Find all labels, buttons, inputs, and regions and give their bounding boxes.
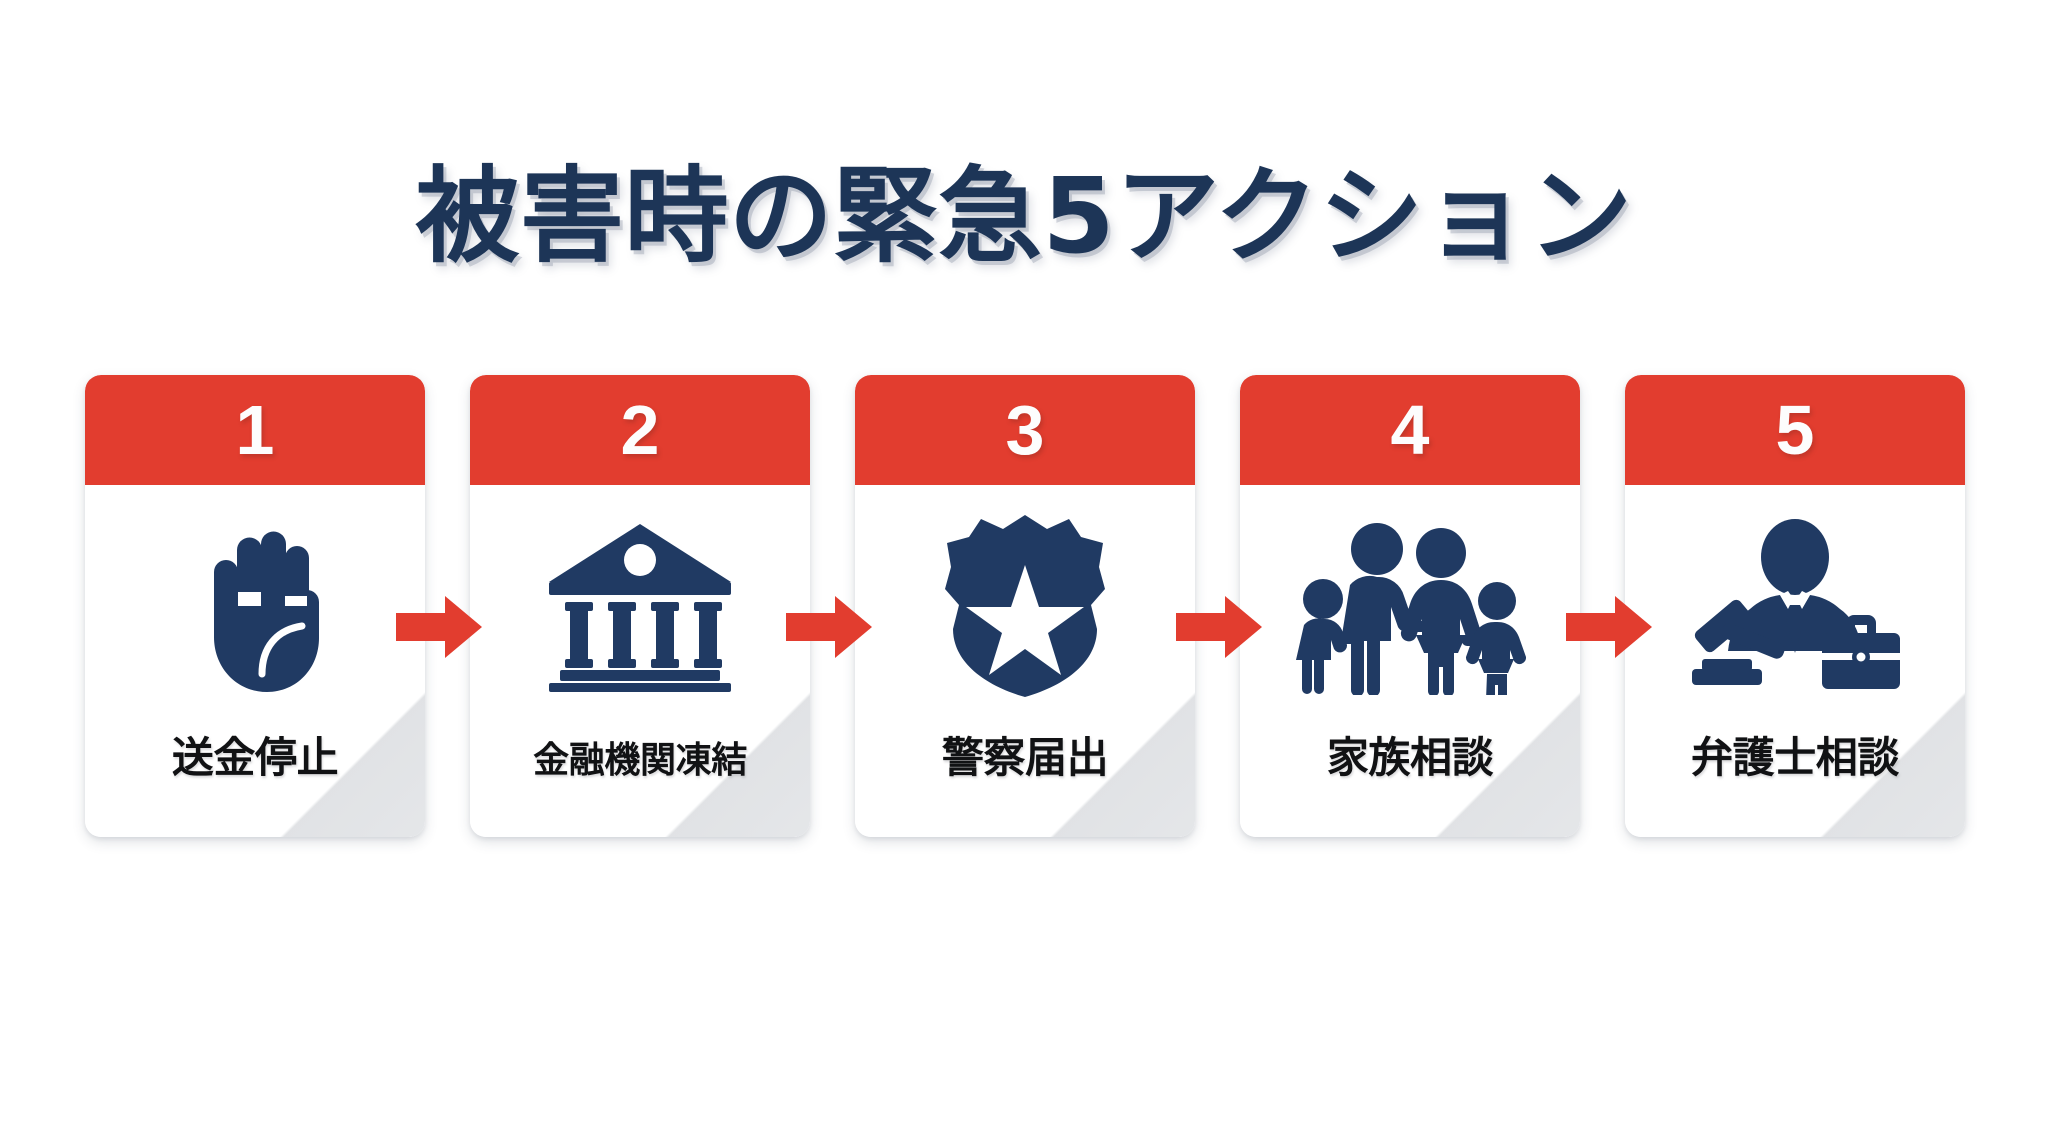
arrow-4-to-5-icon [1566, 596, 1652, 658]
step-label-5: 弁護士相談 [1691, 732, 1899, 782]
step-number-2: 2 [620, 391, 660, 469]
step-number-4: 4 [1390, 391, 1430, 469]
step-body-4: 家族相談 [1240, 485, 1580, 837]
step-card-4[interactable]: 4 [1240, 375, 1580, 837]
step-body-1: 送金停止 [85, 485, 425, 837]
step-card-5[interactable]: 5 [1625, 375, 1965, 837]
step-card-2[interactable]: 2 [470, 375, 810, 837]
step-body-2: 金融機関凍結 [470, 485, 810, 837]
bank-building-icon [470, 501, 810, 711]
steps-row: 1 送金停止 [85, 375, 1965, 840]
arrow-2-to-3-icon [786, 596, 872, 658]
step-label-2: 金融機関凍結 [533, 740, 747, 782]
step-label-4: 家族相談 [1326, 732, 1494, 782]
step-body-3: 警察届出 [855, 485, 1195, 837]
step-card-3[interactable]: 3 警察届出 [855, 375, 1195, 837]
police-badge-icon [855, 501, 1195, 711]
family-group-icon [1240, 501, 1580, 711]
stop-hand-icon [85, 501, 425, 711]
title-container: 被害時の緊急5アクション [0, 92, 2048, 340]
step-body-5: 弁護士相談 [1625, 485, 1965, 837]
step-label-1: 送金停止 [171, 732, 339, 782]
step-header-4: 4 [1240, 375, 1580, 485]
page-title: 被害時の緊急5アクション [415, 154, 1633, 277]
arrow-3-to-4-icon [1176, 596, 1262, 658]
arrow-1-to-2-icon [396, 596, 482, 658]
step-header-5: 5 [1625, 375, 1965, 485]
step-number-5: 5 [1775, 391, 1815, 469]
step-header-2: 2 [470, 375, 810, 485]
step-header-3: 3 [855, 375, 1195, 485]
step-card-1[interactable]: 1 送金停止 [85, 375, 425, 837]
lawyer-gavel-briefcase-icon [1625, 501, 1965, 711]
step-label-3: 警察届出 [941, 732, 1109, 782]
step-header-1: 1 [85, 375, 425, 485]
step-number-3: 3 [1005, 391, 1045, 469]
step-number-1: 1 [235, 391, 275, 469]
